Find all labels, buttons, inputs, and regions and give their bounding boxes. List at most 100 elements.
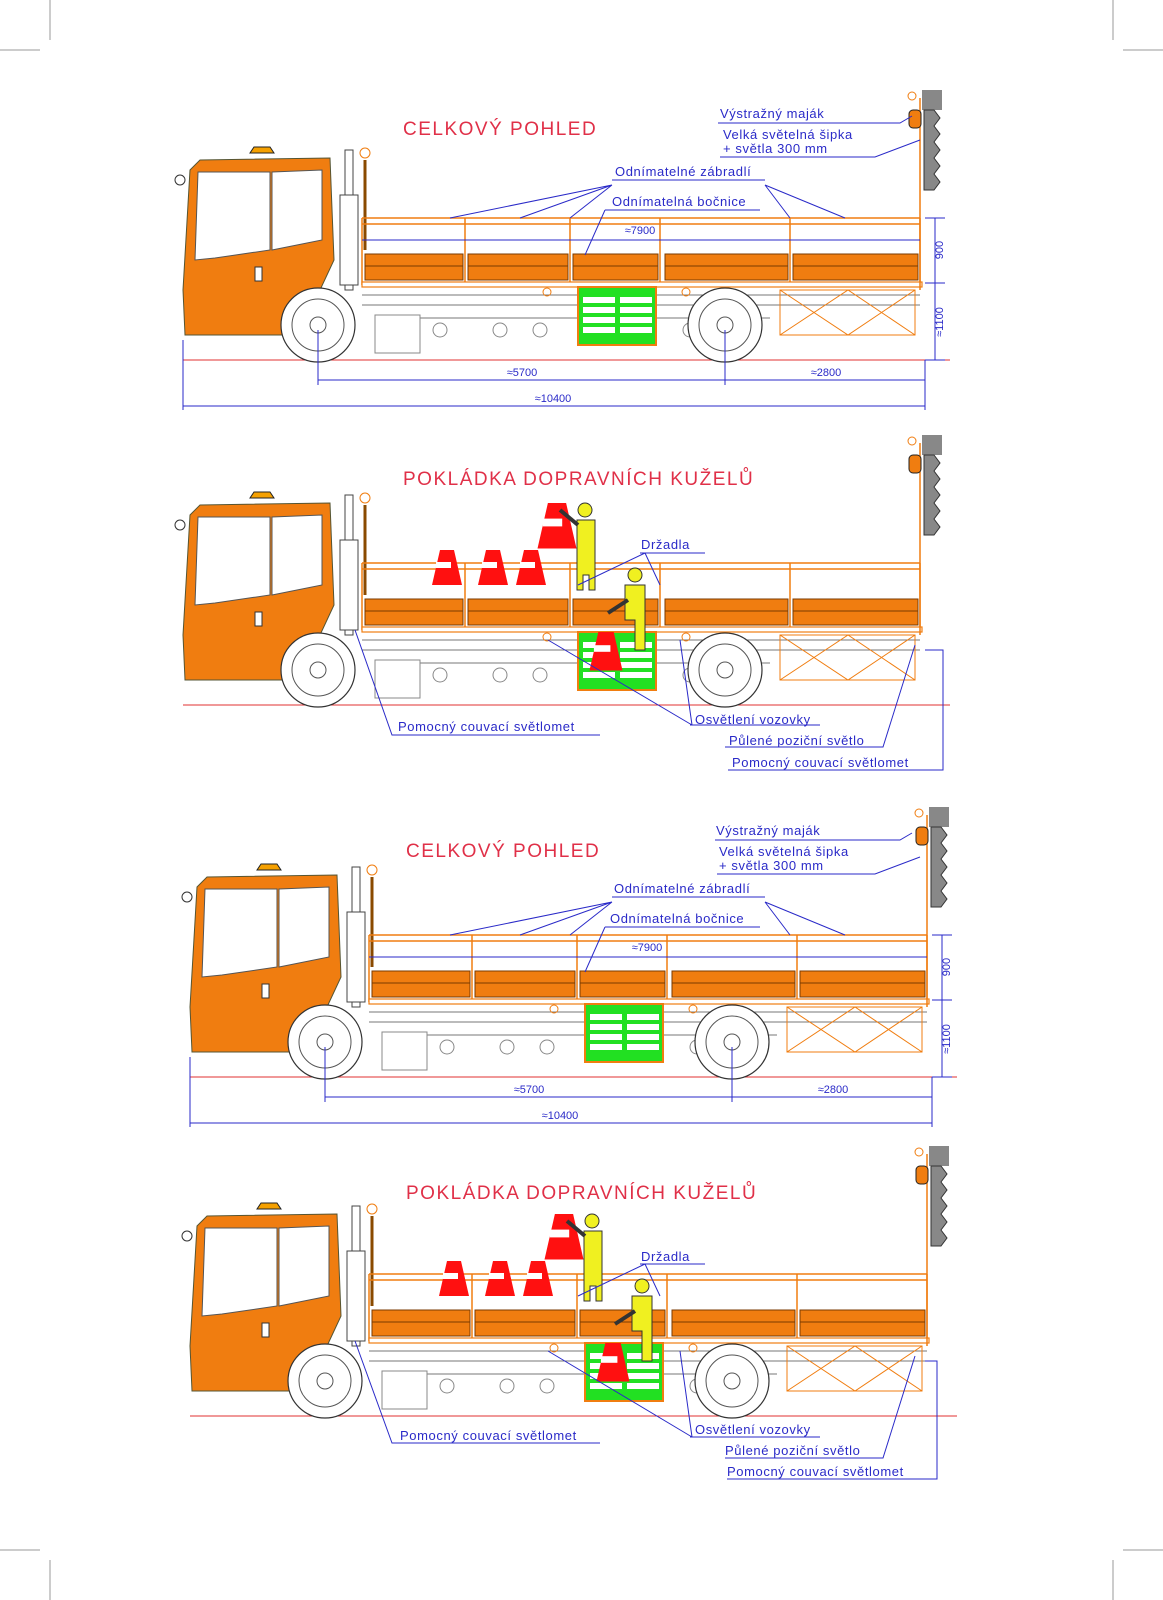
cage-slot	[583, 307, 615, 313]
arrow-board-top	[922, 435, 942, 455]
frame-box	[779, 289, 916, 336]
mirror	[181, 891, 193, 903]
road-light-icon	[681, 287, 691, 297]
label-reverse-light-rear: Pomocný couvací světlomet	[727, 1464, 904, 1479]
cage-frame	[584, 1003, 664, 1063]
air-tank	[439, 1378, 455, 1394]
railing-top	[369, 934, 927, 942]
label-sideboard: Odnímatelná bočnice	[610, 911, 744, 926]
sideboard-panel	[572, 253, 659, 281]
wheel-rim	[298, 1354, 352, 1408]
cab-beacon-icon	[249, 491, 275, 499]
warning-beacon-icon	[915, 826, 929, 846]
panel-title: POKLÁDKA DOPRAVNÍCH KUŽELŮ	[403, 468, 754, 490]
arrow-board-icon	[923, 454, 941, 536]
label-arrow-lights: + světla 300 mm	[723, 141, 828, 156]
worker-arm	[558, 508, 580, 527]
cab-door-window	[278, 886, 330, 968]
cage-slot	[627, 1024, 659, 1030]
frame-cross	[786, 1006, 923, 1053]
frame-cross	[786, 1345, 923, 1392]
wheel-hub	[316, 1372, 334, 1390]
air-tank	[492, 322, 508, 338]
cage-slot	[590, 1014, 622, 1020]
callouts	[354, 1263, 938, 1480]
arrow-board-top	[922, 90, 942, 110]
door-handle	[254, 611, 263, 627]
sideboard-panel	[579, 970, 666, 998]
cage-slot	[627, 1383, 659, 1389]
sideboard-panel	[664, 253, 789, 281]
marker-light-icon	[366, 1203, 378, 1215]
railing-top	[362, 217, 920, 225]
mast-light-icon	[907, 91, 917, 101]
worker-arm	[613, 1309, 637, 1326]
air-tank	[432, 667, 448, 683]
label-reverse-light-front: Pomocný couvací světlomet	[400, 1428, 577, 1443]
cone-stripe	[600, 1356, 618, 1363]
panel-title: CELKOVÝ POHLED	[403, 119, 597, 140]
mirror	[174, 519, 186, 531]
worker-standing	[583, 1230, 603, 1302]
marker-light-icon	[359, 492, 371, 504]
panel-overview-2: CELKOVÝ POHLED Výstražný maják Velká svě…	[181, 807, 957, 1127]
truck-drawing	[174, 435, 950, 708]
cage-slot	[627, 1044, 659, 1050]
warning-beacon-icon	[915, 1165, 929, 1185]
cage-slot	[620, 297, 652, 303]
marker-light-icon	[366, 864, 378, 876]
arrow-board-icon	[930, 1165, 948, 1247]
cage-slot	[627, 1014, 659, 1020]
battery-box	[374, 314, 421, 354]
label-reverse-light-front: Pomocný couvací světlomet	[398, 719, 575, 734]
sideboard-panel	[474, 1309, 576, 1337]
door-handle	[261, 1322, 270, 1338]
wheel-hub	[716, 661, 734, 679]
sideboard-panel	[371, 970, 471, 998]
cage-slot	[620, 327, 652, 333]
sideboard-panel	[371, 1309, 471, 1337]
label-arrow-lights: + světla 300 mm	[719, 858, 824, 873]
cab-door-window	[271, 169, 323, 251]
rear-cross-frame	[779, 289, 916, 336]
cage-slot	[590, 1024, 622, 1030]
cone-stripe	[443, 1273, 458, 1279]
cab-door-window	[278, 1225, 330, 1307]
cone-stripe	[482, 562, 497, 568]
cab-window	[194, 516, 271, 606]
label-position-light: Půlené poziční světlo	[729, 733, 864, 748]
air-tank	[439, 1039, 455, 1055]
worker-kneeling	[631, 1295, 653, 1362]
arrow-board-top	[929, 1146, 949, 1166]
cone-stripe	[489, 1273, 504, 1279]
worker-helmet-icon	[634, 1278, 650, 1294]
panel-cones-1: POKLÁDKA DOPRAVNÍCH KUŽELŮ Držadla Pomoc…	[174, 435, 950, 771]
cage-slot	[620, 652, 652, 658]
cage-slot	[583, 297, 615, 303]
dim-deck-height: ≈1100	[934, 307, 946, 337]
cage-slot	[590, 1034, 622, 1040]
cage-slot	[583, 317, 615, 323]
arrow-board-icon	[923, 109, 941, 191]
air-tank	[432, 322, 448, 338]
cage-frame	[577, 286, 657, 346]
marker-light-icon	[359, 147, 371, 159]
air-tank	[492, 667, 508, 683]
mast-light-icon	[914, 1147, 924, 1157]
sideboard-panel	[664, 598, 789, 626]
mast-light-icon	[907, 436, 917, 446]
railing	[361, 217, 921, 285]
cab-beacon-icon	[256, 1202, 282, 1210]
warning-beacon-icon	[908, 109, 922, 129]
cage-slot	[620, 672, 652, 678]
callouts	[354, 552, 944, 771]
cab-window	[201, 1227, 278, 1317]
callouts	[449, 115, 921, 256]
cab-beacon-icon	[249, 146, 275, 154]
road-light-icon	[688, 1004, 698, 1014]
wheel-hub	[723, 1372, 741, 1390]
mirror	[181, 1230, 193, 1242]
dim-total-length: ≈10400	[542, 1110, 579, 1122]
cage-slot	[583, 327, 615, 333]
